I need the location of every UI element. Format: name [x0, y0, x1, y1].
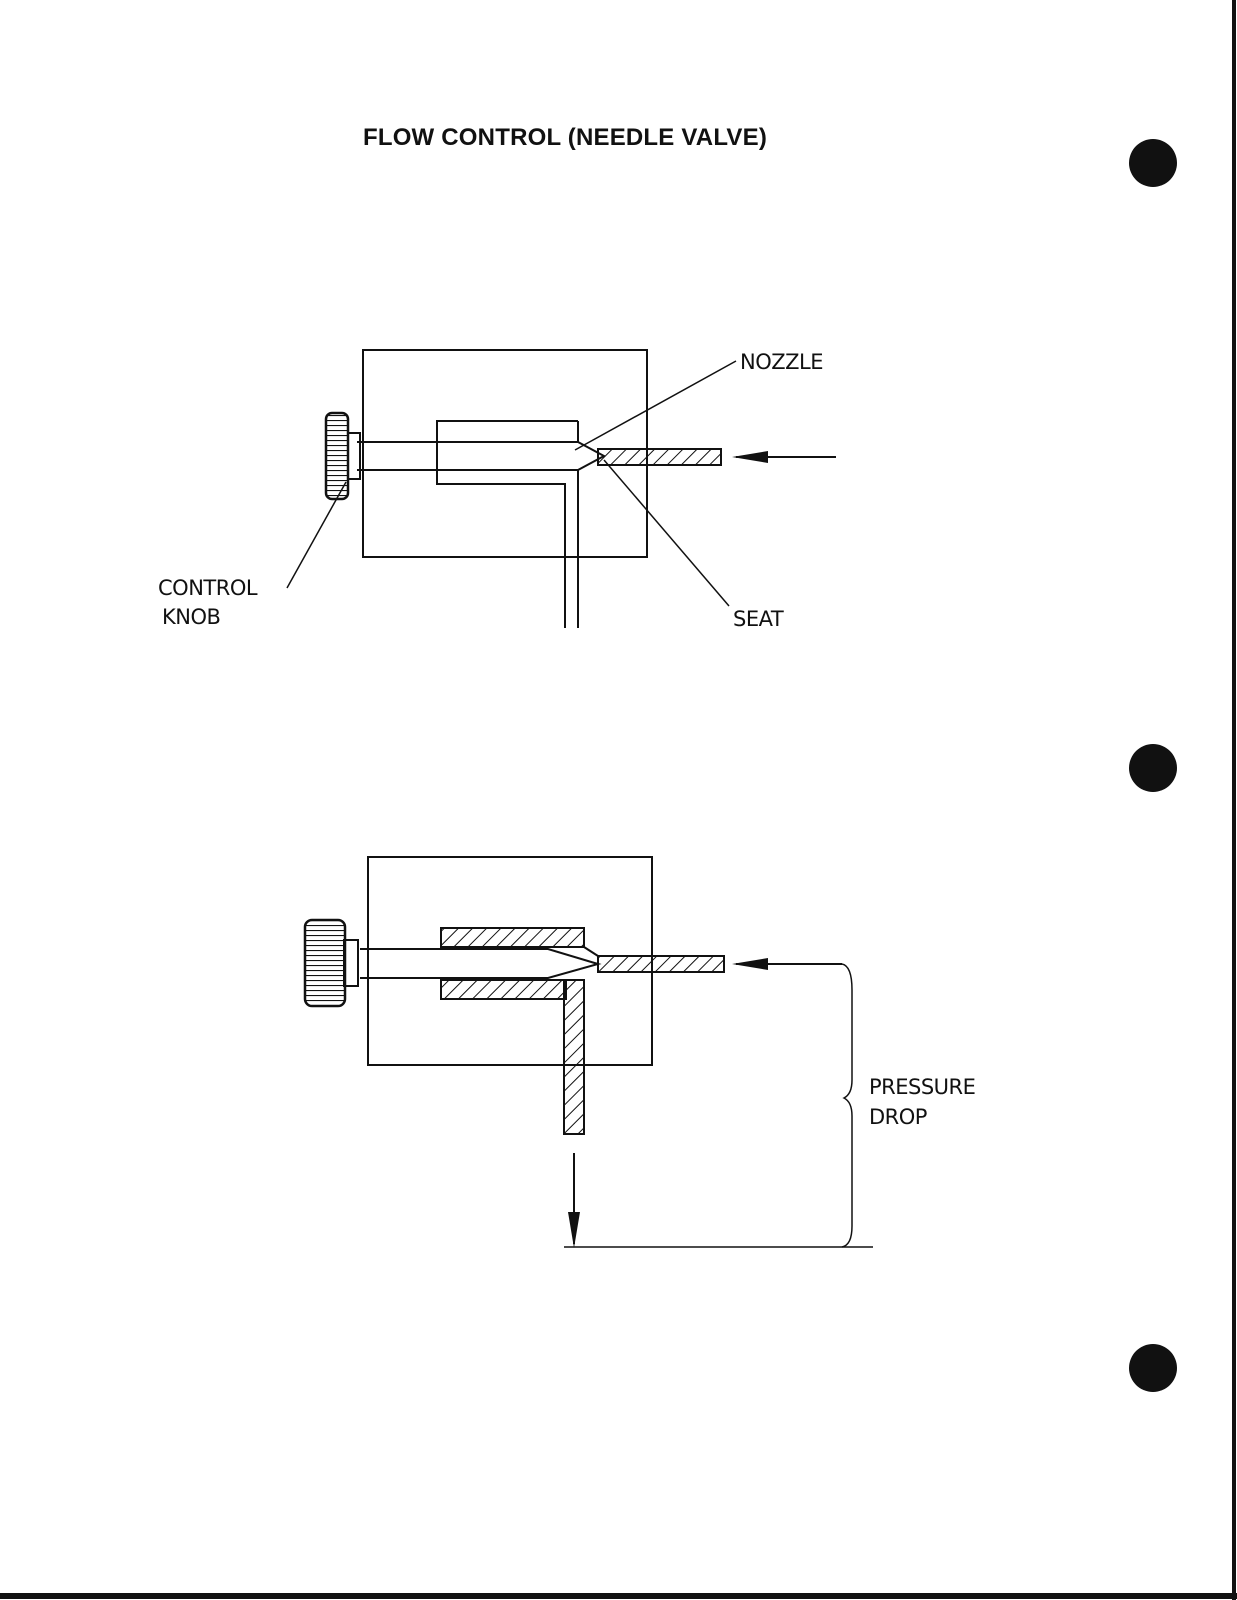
- control-knob-label-line1: CONTROL: [158, 576, 258, 600]
- pressure-drop-brace: [841, 963, 853, 1248]
- needle-stem: [357, 441, 607, 471]
- inlet-pipe: [597, 448, 722, 466]
- chamber-wall-top: [440, 927, 585, 948]
- knob-leader: [286, 481, 347, 589]
- nozzle-leader: [574, 360, 737, 451]
- binder-hole-bottom: [1129, 1344, 1177, 1392]
- seat-label: SEAT: [733, 607, 784, 631]
- pressure-drop-diagram: PRESSURE DROP: [303, 856, 976, 1248]
- binder-hole-middle: [1129, 744, 1177, 792]
- seat-leader: [603, 459, 730, 607]
- inlet-pipe-2: [597, 955, 725, 973]
- needle-stem-2: [360, 948, 602, 979]
- chamber-wall-bottom: [440, 979, 567, 1000]
- pressure-drop-label-line2: DROP: [869, 1105, 927, 1129]
- page-title: FLOW CONTROL (NEEDLE VALVE): [362, 124, 768, 151]
- pressure-drop-label-line1: PRESSURE: [869, 1075, 975, 1099]
- control-knob-icon-2: [303, 918, 359, 1008]
- outlet-pipe-2: [563, 979, 585, 1135]
- valve-chamber: [436, 420, 578, 628]
- open-valve-diagram: NOZZLE SEAT CONTROL KNOB: [158, 349, 836, 631]
- control-knob-label-line2: KNOB: [162, 605, 220, 629]
- binder-hole-top: [1129, 139, 1177, 187]
- nozzle-label: NOZZLE: [740, 350, 823, 374]
